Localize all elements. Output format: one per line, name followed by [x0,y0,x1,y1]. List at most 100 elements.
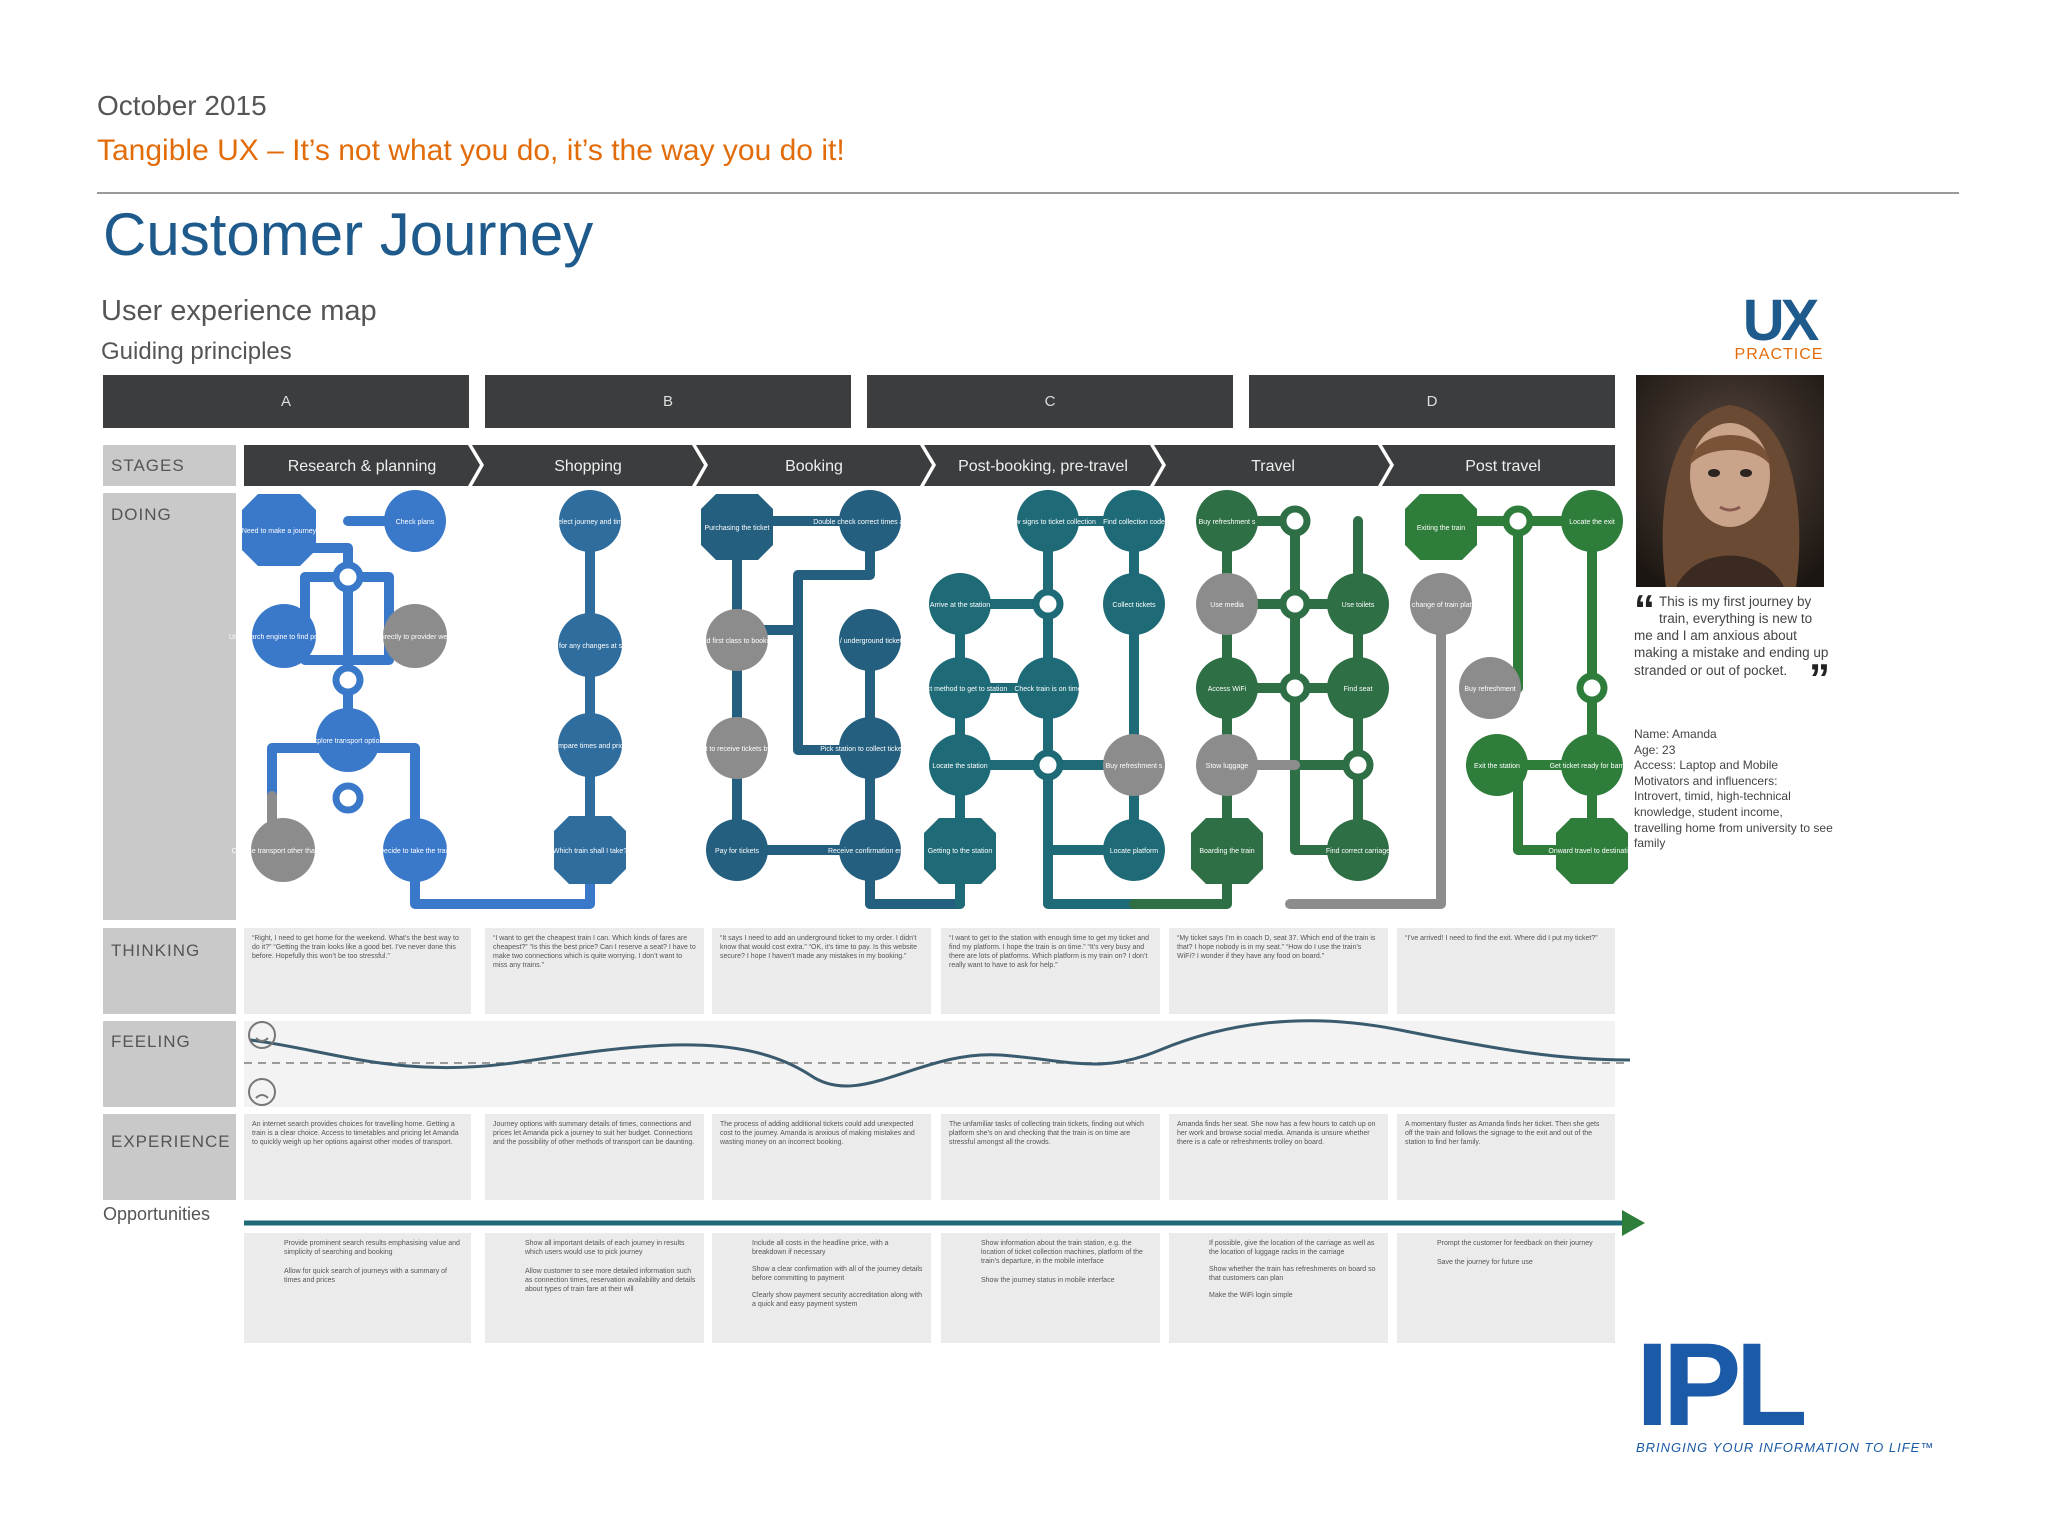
ux-logo-mark: UX [1742,288,1820,353]
node-use-toilets [1327,573,1389,635]
node-pay [706,819,768,881]
experience-cell-4: The unfamiliar tasks of collecting train… [941,1114,1160,1200]
node-confirmation [839,819,901,881]
opportunity-text: Make the WiFi login simple [1209,1292,1293,1300]
opportunity-text: Provide prominent search results emphasi… [284,1240,460,1257]
svg-text:Buy refreshment s: Buy refreshment s [1199,519,1256,526]
ux-practice-logo: UX PRACTICE [1734,288,1824,364]
opportunity-cell-2: Show all important details of each journ… [485,1233,704,1343]
node-double-check [839,490,901,552]
svg-text:Stow luggage: Stow luggage [1206,763,1249,770]
node-getting-station [924,818,996,884]
opportunity-cell-1: Provide prominent search results emphasi… [244,1233,471,1343]
node-check-plans [384,490,446,552]
svg-text:Explore transport options: Explore transport options [309,738,387,745]
stage-label-5: Travel [1251,458,1295,475]
node-need-journey [242,494,316,566]
svg-text:Boarding the train: Boarding the train [1199,848,1254,855]
node-travel-refreshments [1196,490,1258,552]
node-access-wifi [1196,657,1258,719]
opportunity-text: Show information about the train station… [981,1240,1143,1266]
svg-text:Use media: Use media [1210,602,1244,609]
opportunity-text: Prompt the customer for feedback on thei… [1437,1240,1593,1247]
experience-cell-6: A momentary fluster as Amanda finds her … [1397,1114,1615,1200]
node-onward-travel [1556,818,1628,884]
node-check-train [1017,657,1079,719]
header-tagline: Tangible UX – It’s not what you do, it’s… [97,134,845,167]
map-title: User experience map [101,295,377,327]
svg-text:Getting to the station: Getting to the station [928,848,993,855]
header-divider [97,192,1959,194]
doing-nodes-shopping [554,490,626,884]
svg-text:Decide to take the train: Decide to take the train [379,848,451,855]
svg-text:Find collection code: Find collection code [1103,519,1165,526]
opportunity-text: Allow for quick search of journeys with … [284,1268,448,1285]
row-label-experience: EXPERIENCE [103,1114,236,1200]
stage-label-1: Research & planning [288,458,437,475]
line-booking [732,516,875,855]
node-select-journey [559,490,621,552]
persona-quote-text: This is my first journey by train, every… [1634,594,1829,678]
map-subtitle: Guiding principles [101,338,292,365]
stage-label-4: Post-booking, pre-travel [958,458,1128,475]
doing-nodes-travel [1191,490,1389,884]
opportunity-text: Include all costs in the headline price,… [752,1240,889,1257]
experience-cell-3: The process of adding additional tickets… [712,1114,931,1200]
svg-text:Choose transport other than tr: Choose transport other than train [232,848,335,855]
svg-text:Select method to get to statio: Select method to get to station [913,686,1008,693]
stage-chevron-2 [472,445,704,486]
thinking-cell-6: “I’ve arrived! I need to find the exit. … [1397,928,1615,1014]
node-buy-refreshments [1103,734,1165,796]
thinking-cell-3: “It says I need to add an underground ti… [712,928,931,1014]
sad-face-icon [248,1078,276,1106]
persona-portrait-icon [1636,375,1824,587]
opportunity-text: Show whether the train has refreshments … [1209,1266,1376,1283]
svg-text:Check for any changes at stati: Check for any changes at stations [537,643,643,650]
svg-text:Check plans: Check plans [396,519,435,526]
svg-text:Add first class to booking: Add first class to booking [698,638,776,645]
svg-text:Add bus / underground ticket t: Add bus / underground ticket to order [812,638,928,645]
doing-nodes-post-travel [1405,490,1628,884]
node-which-train [554,816,626,884]
svg-text:Double check correct times and: Double check correct times and date [813,519,927,526]
doing-nodes-research [242,490,447,882]
phase-c: C [867,375,1233,428]
ipl-logo-mark: IPL [1636,1319,1808,1451]
node-stow-luggage [1196,734,1258,796]
opportunity-cell-6: Prompt the customer for feedback on thei… [1397,1233,1615,1343]
svg-text:Buy refreshment: Buy refreshment [1464,686,1515,693]
svg-text:Select to receive tickets by p: Select to receive tickets by post [688,746,786,753]
svg-text:Pay for tickets: Pay for tickets [715,848,759,855]
opportunities-arrow [244,1210,1645,1236]
stage-label-2: Shopping [554,458,622,475]
node-use-media [1196,573,1258,635]
doing-junctions [332,505,1608,814]
experience-cell-2: Journey options with summary details of … [485,1114,704,1200]
doing-nodes-booking [701,490,901,881]
experience-cell-1: An internet search provides choices for … [244,1114,471,1200]
node-pick-station [839,717,901,779]
row-label-feeling: FEELING [103,1021,236,1107]
svg-text:Locate the station: Locate the station [932,763,987,770]
node-choose-other [251,818,315,882]
svg-text:Locate platform: Locate platform [1110,848,1158,855]
thinking-cell-2: “I want to get the cheapest train I can.… [485,928,704,1014]
svg-text:Get ticket ready for barriers: Get ticket ready for barriers [1550,763,1635,770]
ipl-strapline: BRINGING YOUR INFORMATION TO LIFE™ [1636,1440,1935,1455]
page-title: Customer Journey [103,201,594,268]
opportunity-text: Allow customer to see more detailed info… [525,1268,696,1294]
svg-text:Buy refreshment s: Buy refreshment s [1106,763,1163,770]
node-search-engine [252,604,316,668]
opportunity-cell-3: Include all costs in the headline price,… [712,1233,931,1343]
doing-nodes-post-booking [924,490,1165,884]
stage-chevron-3 [696,445,932,486]
node-take-train [383,818,447,882]
opportunity-text: Save the journey for future use [1437,1259,1533,1267]
svg-text:Compare times and prices: Compare times and prices [549,743,631,750]
node-follow-signs [1017,490,1079,552]
svg-text:Receive confirmation email: Receive confirmation email [828,848,912,855]
opportunity-cell-5: If possible, give the location of the ca… [1169,1233,1388,1343]
persona-name: Name: Amanda [1634,727,1717,741]
svg-text:Arrive at the station: Arrive at the station [930,602,990,609]
svg-text:Need to make a journey: Need to make a journey [242,528,317,535]
